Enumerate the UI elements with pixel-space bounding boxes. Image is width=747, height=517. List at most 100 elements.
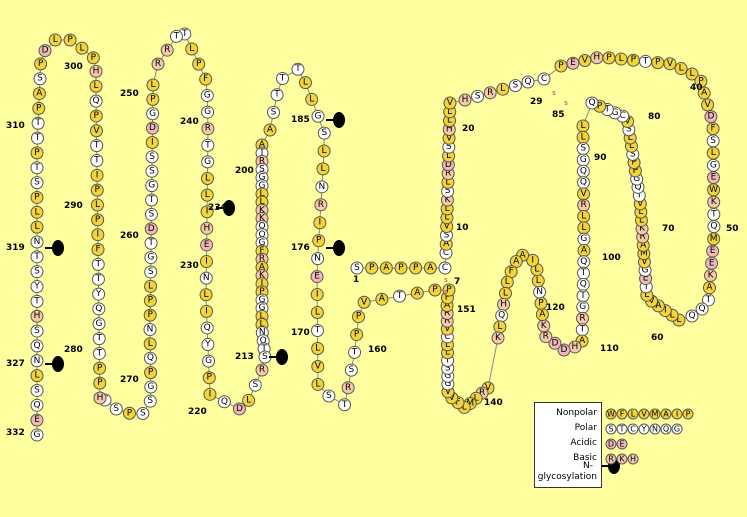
residue: S bbox=[322, 389, 336, 403]
residue-circle bbox=[316, 162, 330, 176]
residue-letter: L bbox=[581, 223, 586, 233]
legend-swatch bbox=[671, 408, 683, 420]
residue-letter: T bbox=[351, 347, 358, 357]
residue: T bbox=[92, 332, 106, 346]
residue-letter: M bbox=[466, 398, 474, 408]
residue: K bbox=[537, 319, 551, 333]
residue-letter: L bbox=[34, 207, 39, 217]
residue-circle bbox=[199, 304, 213, 318]
residue-circle bbox=[585, 96, 599, 110]
residue-letter: A bbox=[539, 310, 546, 320]
residue-circle bbox=[90, 153, 104, 167]
residue-circle bbox=[144, 380, 158, 394]
residue-letter: L bbox=[711, 148, 716, 158]
residue: I bbox=[313, 216, 327, 230]
residue: F bbox=[706, 122, 720, 136]
residue-circle bbox=[471, 89, 485, 103]
disulfide-mark: s bbox=[552, 89, 556, 97]
residue: P bbox=[192, 57, 206, 71]
residue-letter: I bbox=[205, 306, 208, 316]
residue: P bbox=[86, 51, 100, 65]
legend-swatch-letter: N bbox=[652, 425, 658, 434]
residue-letter: V bbox=[449, 393, 456, 403]
legend-swatch-letter: V bbox=[641, 410, 647, 419]
residue-circle bbox=[410, 286, 424, 300]
residue-circle bbox=[30, 235, 44, 249]
residue: V bbox=[663, 57, 677, 71]
residue-circle bbox=[537, 72, 551, 86]
residue-letter: E bbox=[314, 272, 320, 282]
residue: L bbox=[531, 274, 545, 288]
sequence-number: 7 bbox=[454, 277, 460, 287]
residue-letter: S bbox=[149, 209, 155, 219]
residue-letter: Y bbox=[95, 289, 102, 299]
residue-letter: T bbox=[579, 325, 586, 335]
residue-letter: P bbox=[207, 373, 213, 383]
residue: V bbox=[578, 53, 592, 67]
residue: L bbox=[199, 288, 213, 302]
residue: T bbox=[338, 398, 352, 412]
legend-swatch-letter: H bbox=[630, 455, 636, 464]
residue-circle bbox=[90, 168, 104, 182]
residue-circle bbox=[352, 310, 366, 324]
residue: L bbox=[48, 33, 62, 47]
residue-letter: L bbox=[322, 146, 327, 156]
residue: G bbox=[144, 251, 158, 265]
residue-circle bbox=[89, 79, 103, 93]
residue-letter: L bbox=[246, 395, 251, 405]
residue-circle bbox=[30, 354, 44, 368]
residue: I bbox=[145, 136, 159, 150]
residue-circle bbox=[145, 164, 159, 178]
residue: Q bbox=[92, 302, 106, 316]
residue: W bbox=[707, 183, 721, 197]
residue: P bbox=[651, 56, 665, 70]
residue: Y bbox=[201, 338, 215, 352]
residue: K bbox=[704, 269, 718, 283]
residue-circle bbox=[423, 261, 437, 275]
residue-letter: T bbox=[33, 252, 40, 262]
residue-letter: A bbox=[581, 245, 588, 255]
residue: P bbox=[143, 308, 157, 322]
residue-circle bbox=[521, 75, 535, 89]
residue: I bbox=[199, 255, 213, 269]
sequence-number: 319 bbox=[6, 243, 25, 253]
glycosylation-layer bbox=[45, 112, 620, 474]
residue-letter: A bbox=[444, 301, 451, 311]
residue-letter: S bbox=[710, 136, 716, 146]
residue: P bbox=[626, 53, 640, 67]
residue-letter: C bbox=[619, 111, 625, 121]
residue-circle bbox=[201, 338, 215, 352]
residue-letter: I bbox=[151, 138, 154, 148]
residue-letter: A bbox=[701, 88, 708, 98]
residue: P bbox=[32, 101, 46, 115]
residue-letter: V bbox=[641, 257, 648, 267]
residue-letter: L bbox=[690, 69, 695, 79]
residue: L bbox=[30, 369, 44, 383]
residue-circle bbox=[701, 293, 715, 307]
residue-letter: R bbox=[345, 383, 351, 393]
legend-basic-label: Basic bbox=[573, 453, 597, 463]
legend-swatch bbox=[605, 408, 617, 420]
residue-letter: S bbox=[348, 365, 354, 375]
residue-circle bbox=[63, 33, 77, 47]
residue-letter: A bbox=[414, 288, 421, 298]
residue-letter: V bbox=[637, 199, 644, 209]
legend-acidic-label: Acidic bbox=[570, 438, 597, 448]
residue-letter: S bbox=[321, 128, 327, 138]
residue-letter: H bbox=[572, 342, 579, 352]
sequence-number: 176 bbox=[291, 243, 310, 253]
residue-letter: L bbox=[536, 276, 541, 286]
residue-letter: T bbox=[710, 209, 717, 219]
residue: H bbox=[30, 309, 44, 323]
residue-letter: Q bbox=[699, 304, 706, 314]
residue: L bbox=[30, 205, 44, 219]
residue-circle bbox=[30, 161, 44, 175]
residue-letter: T bbox=[148, 195, 155, 205]
residue-letter: L bbox=[679, 64, 684, 74]
residue-letter: S bbox=[626, 125, 632, 135]
residue-letter: Q bbox=[580, 257, 587, 267]
residue-circle bbox=[311, 252, 325, 266]
residue-letter: Q bbox=[688, 311, 695, 321]
residue-letter: V bbox=[93, 126, 100, 136]
legend-swatch bbox=[660, 408, 672, 420]
